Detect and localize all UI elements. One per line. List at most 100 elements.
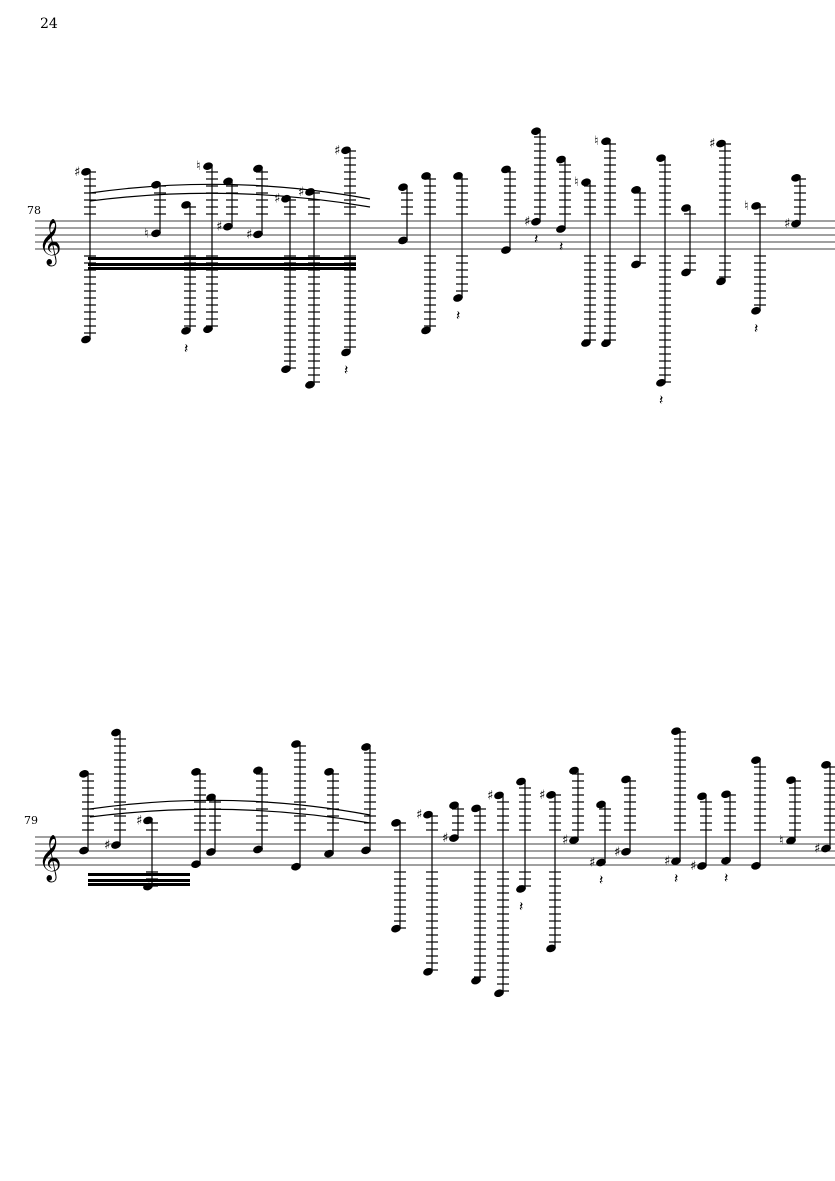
- notehead: [531, 127, 541, 135]
- slur: [89, 183, 371, 200]
- sharp-icon: ♮: [144, 226, 149, 241]
- notehead: [79, 846, 89, 855]
- notehead: [191, 768, 201, 776]
- notehead: [223, 222, 233, 231]
- notehead: [716, 139, 726, 148]
- sharp-icon: ♯: [104, 838, 110, 853]
- notehead: [581, 178, 591, 187]
- notehead: [471, 804, 481, 813]
- rest-icon: 𝄽: [754, 321, 758, 337]
- measure-number-78: 78: [27, 204, 41, 217]
- notehead: [423, 810, 433, 819]
- notehead: [361, 743, 371, 751]
- sharp-icon: ♯: [274, 192, 280, 207]
- notehead: [206, 848, 216, 856]
- slur: [89, 192, 371, 208]
- notehead: [546, 944, 556, 953]
- notehead: [596, 800, 606, 809]
- notehead: [79, 770, 89, 778]
- notehead: [81, 335, 91, 344]
- slur: [89, 799, 371, 816]
- notehead: [791, 219, 801, 228]
- sharp-icon: ♮: [196, 159, 201, 174]
- rest-icon: 𝄽: [344, 362, 348, 378]
- notehead: [501, 246, 511, 254]
- notehead: [786, 776, 796, 784]
- treble-clef-icon: 𝄞: [38, 219, 62, 267]
- sharp-icon: ♯: [74, 165, 80, 180]
- notehead: [203, 325, 213, 334]
- sharp-icon: ♯: [614, 845, 620, 860]
- notehead: [81, 167, 91, 176]
- sharp-icon: ♮: [594, 134, 599, 149]
- rest-icon: 𝄽: [659, 393, 663, 409]
- sharp-icon: ♯: [216, 220, 222, 235]
- notehead: [556, 225, 566, 233]
- beam: [88, 879, 190, 882]
- notehead: [516, 777, 526, 786]
- notehead: [449, 834, 459, 842]
- rest-icon: 𝄽: [559, 239, 563, 255]
- notehead: [821, 761, 831, 769]
- notehead: [494, 989, 504, 998]
- notehead: [631, 186, 641, 194]
- notehead: [531, 217, 541, 226]
- sharp-icon: ♮: [574, 175, 579, 190]
- sharp-icon: ♯: [539, 788, 545, 803]
- notehead: [721, 790, 731, 799]
- notehead: [291, 740, 301, 748]
- beam: [88, 263, 356, 266]
- sharp-icon: ♯: [487, 788, 493, 803]
- notehead: [601, 137, 611, 146]
- notehead: [791, 174, 801, 182]
- notehead: [398, 183, 408, 191]
- notehead: [191, 860, 201, 868]
- page-number: 24: [40, 16, 58, 32]
- notehead: [151, 229, 161, 238]
- notehead: [341, 348, 351, 357]
- beam: [88, 267, 356, 270]
- notehead: [203, 162, 213, 170]
- sharp-icon: ♮: [779, 834, 784, 849]
- notehead: [501, 165, 511, 174]
- notehead: [516, 885, 526, 893]
- slur: [89, 808, 371, 824]
- notehead: [181, 201, 191, 209]
- rest-icon: 𝄽: [184, 341, 188, 357]
- notehead: [423, 967, 433, 976]
- sharp-icon: ♯: [784, 217, 790, 232]
- notehead: [111, 841, 121, 849]
- notehead: [421, 172, 431, 180]
- notehead: [449, 801, 459, 810]
- notehead: [671, 857, 681, 865]
- notehead: [601, 339, 611, 348]
- sharp-icon: ♯: [690, 859, 696, 874]
- notehead: [223, 177, 233, 186]
- notehead: [324, 767, 334, 776]
- notehead: [206, 793, 216, 802]
- notehead: [621, 775, 631, 784]
- notehead: [253, 845, 263, 854]
- notehead: [253, 230, 263, 239]
- sharp-icon: ♯: [246, 227, 252, 242]
- notehead: [596, 858, 606, 867]
- notehead: [671, 727, 681, 735]
- rest-icon: 𝄽: [599, 873, 603, 889]
- notehead: [494, 791, 504, 800]
- rest-icon: 𝄽: [724, 871, 728, 887]
- notehead: [546, 791, 556, 799]
- notehead: [253, 766, 263, 775]
- notehead: [569, 766, 579, 775]
- notehead: [281, 365, 291, 373]
- notehead: [581, 339, 591, 347]
- notehead: [751, 307, 761, 315]
- sharp-icon: ♯: [664, 854, 670, 869]
- notehead: [697, 792, 707, 801]
- sharp-icon: ♮: [744, 199, 749, 214]
- notehead: [291, 862, 301, 871]
- notehead: [361, 846, 371, 855]
- sharp-icon: ♯: [416, 808, 422, 823]
- notehead: [181, 327, 191, 335]
- notehead: [421, 326, 431, 335]
